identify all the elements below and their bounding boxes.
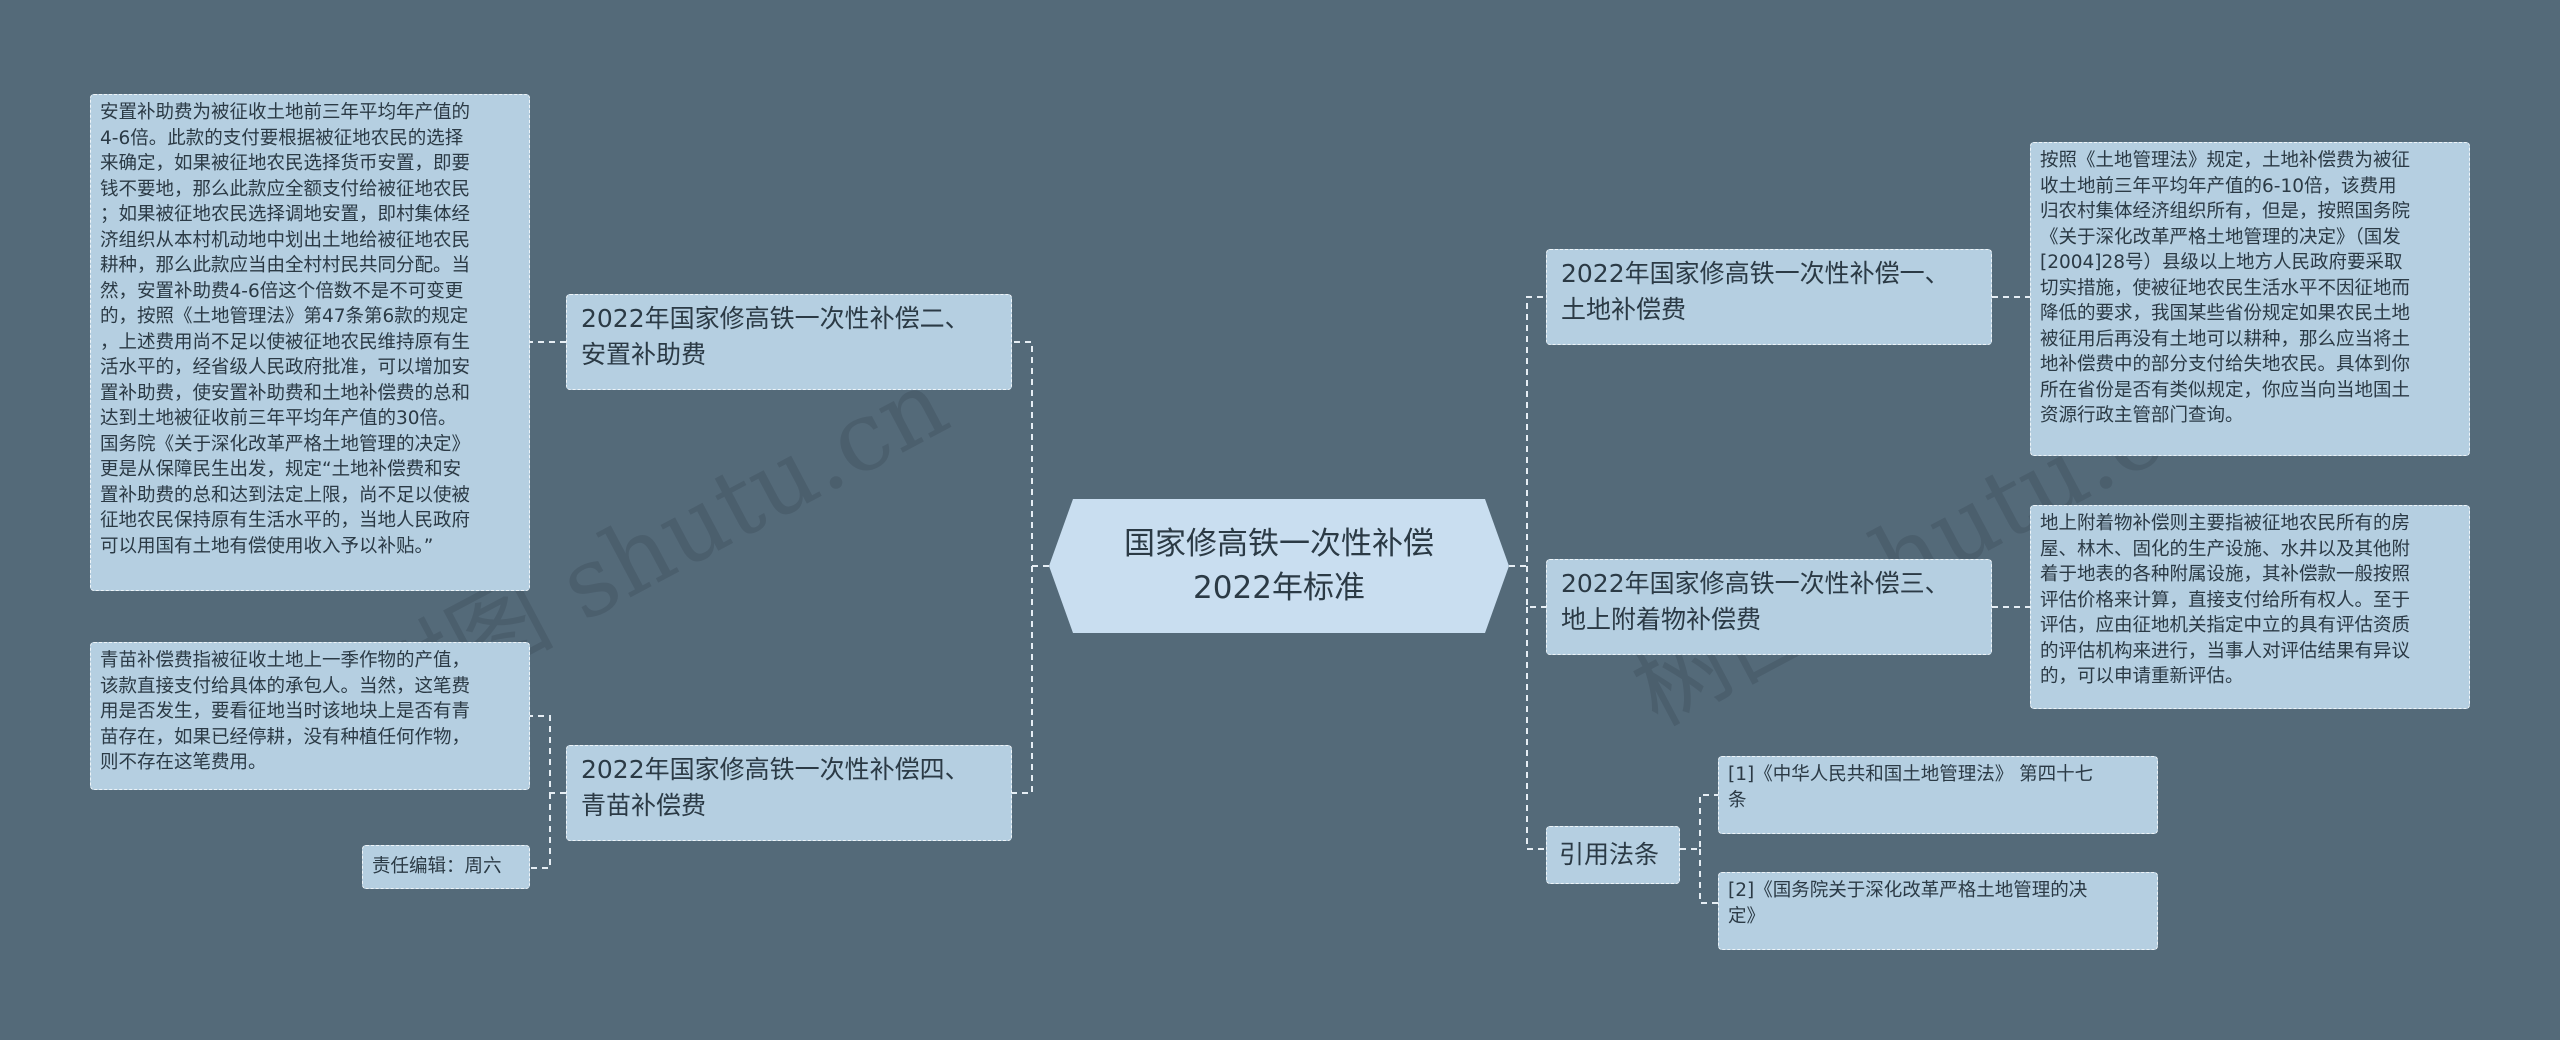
leaf-qingmiao-detail: 青苗补偿费指被征收土地上一季作物的产值， 该款直接支付给具体的承包人。当然，这笔… [90, 642, 530, 790]
root-node[interactable]: 国家修高铁一次性补偿2022年标准 [1049, 499, 1509, 633]
leaf-citation-1[interactable]: [1]《中华人民共和国土地管理法》 第四十七 条 [1718, 756, 2158, 834]
leaf-fuzhuowu-detail: 地上附着物补偿则主要指被征地农民所有的房 屋、林木、固化的生产设施、水井以及其他… [2030, 505, 2470, 709]
leaf-citation-2[interactable]: [2]《国务院关于深化改革严格土地管理的决 定》 [1718, 872, 2158, 950]
branch-dishang-fuzhuowu[interactable]: 2022年国家修高铁一次性补偿三、 地上附着物补偿费 [1546, 559, 1992, 655]
leaf-tudi-detail: 按照《土地管理法》规定，土地补偿费为被征 收土地前三年平均年产值的6-10倍，该… [2030, 142, 2470, 456]
branch-yinyong-fatiao[interactable]: 引用法条 [1546, 826, 1680, 884]
branch-qingmiao-buchangfei[interactable]: 2022年国家修高铁一次性补偿四、 青苗补偿费 [566, 745, 1012, 841]
leaf-anzhi-detail: 安置补助费为被征收土地前三年平均年产值的 4-6倍。此款的支付要根据被征地农民的… [90, 94, 530, 591]
leaf-editor: 责任编辑：周六 [362, 845, 530, 889]
branch-anzhi-buzhufei[interactable]: 2022年国家修高铁一次性补偿二、 安置补助费 [566, 294, 1012, 390]
root-title: 国家修高铁一次性补偿2022年标准 [1124, 526, 1434, 606]
branch-tudi-buchangfei[interactable]: 2022年国家修高铁一次性补偿一、 土地补偿费 [1546, 249, 1992, 345]
